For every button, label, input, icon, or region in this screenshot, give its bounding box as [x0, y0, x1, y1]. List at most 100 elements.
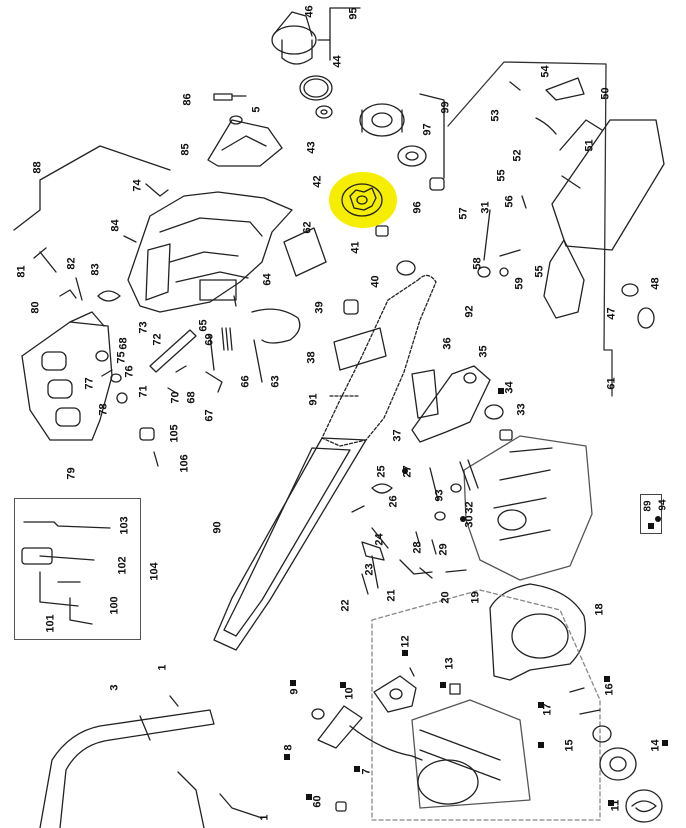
part-label-66: 66	[239, 375, 252, 388]
part-label-97: 97	[421, 123, 434, 136]
part-label-60: 60	[311, 795, 324, 808]
part-label-68: 68	[117, 337, 130, 350]
part-label-9: 9	[288, 688, 301, 695]
cover-part	[207, 119, 283, 167]
part-label-35: 35	[477, 345, 490, 358]
part-label-48: 48	[649, 277, 662, 290]
square-marker	[662, 740, 668, 746]
part-label-13: 13	[443, 657, 456, 670]
part-label-69: 69	[203, 333, 216, 346]
legend-square-label: 89	[642, 500, 654, 512]
square-marker	[402, 650, 408, 656]
part-label-51: 51	[583, 139, 596, 152]
part-label-61: 61	[605, 377, 618, 390]
part-label-90: 90	[211, 521, 224, 534]
part-label-39: 39	[313, 301, 326, 314]
part-label-34: 34	[503, 381, 516, 394]
guide-bar-part	[213, 437, 367, 651]
part-label-33: 33	[515, 403, 528, 416]
legend-box: 89	[640, 494, 662, 534]
part-label-5: 5	[250, 106, 263, 113]
part-label-19: 19	[469, 591, 482, 604]
part-label-95: 95	[347, 7, 360, 20]
part-label-58: 58	[471, 257, 484, 270]
part-label-21: 21	[385, 589, 398, 602]
screw-part	[213, 93, 247, 101]
part-label-20: 20	[439, 591, 452, 604]
square-marker	[604, 676, 610, 682]
part-label-81: 81	[15, 265, 28, 278]
part-label-44: 44	[331, 55, 344, 68]
part-label-55b: 55	[533, 265, 546, 278]
part-label-25: 25	[375, 465, 388, 478]
part-label-74: 74	[131, 179, 144, 192]
part-label-22: 22	[339, 599, 352, 612]
part-label-57: 57	[457, 207, 470, 220]
part-label-1b: 1	[258, 814, 271, 821]
part-label-37: 37	[391, 429, 404, 442]
part-label-15: 15	[563, 739, 576, 752]
square-marker	[498, 388, 504, 394]
part-label-100: 100	[108, 596, 121, 615]
square-marker	[340, 682, 346, 688]
legend-square-marker	[648, 523, 654, 529]
part-label-24: 24	[373, 533, 386, 546]
square-marker	[306, 794, 312, 800]
part-label-77: 77	[83, 377, 96, 390]
legend-dot-label: 94	[657, 499, 669, 511]
part-label-80: 80	[29, 301, 42, 314]
part-label-86: 86	[181, 93, 194, 106]
part-label-26: 26	[387, 495, 400, 508]
part-label-18: 18	[593, 603, 606, 616]
part-label-72: 72	[151, 333, 164, 346]
part-label-8: 8	[282, 744, 295, 751]
square-marker	[538, 702, 544, 708]
part-label-31: 31	[479, 201, 492, 214]
handlebar-part	[39, 709, 215, 828]
part-label-92: 92	[463, 305, 476, 318]
shield-part	[283, 227, 327, 277]
square-marker	[284, 754, 290, 760]
part-label-63: 63	[269, 375, 282, 388]
part-label-7: 7	[360, 768, 373, 775]
part-label-36: 36	[441, 337, 454, 350]
part-label-40: 40	[369, 275, 382, 288]
part-label-41: 41	[349, 241, 362, 254]
part-label-1a: 1	[156, 664, 169, 671]
part-label-96: 96	[411, 201, 424, 214]
part-label-75: 75	[115, 351, 128, 364]
part-label-84: 84	[109, 219, 122, 232]
recoil-housing-part	[489, 583, 587, 681]
part-label-106: 106	[178, 454, 191, 473]
part-label-30: 30	[463, 515, 476, 528]
part-label-68b: 68	[185, 391, 198, 404]
crankcase-part	[127, 191, 293, 313]
part-label-59: 59	[513, 277, 526, 290]
part-label-62: 62	[301, 221, 314, 234]
washer-part	[315, 105, 333, 119]
fuel-tank-part	[551, 119, 665, 251]
air-filter-knob-part	[271, 7, 361, 65]
part-label-16: 16	[603, 683, 616, 696]
part-label-93: 93	[433, 489, 446, 502]
part-label-67: 67	[203, 409, 216, 422]
part-label-29: 29	[437, 543, 450, 556]
part-label-85: 85	[179, 143, 192, 156]
square-marker	[440, 682, 446, 688]
part-label-104: 104	[148, 562, 161, 581]
square-marker	[538, 742, 544, 748]
part-label-52: 52	[511, 149, 524, 162]
part-label-42: 42	[311, 175, 324, 188]
square-marker	[608, 800, 614, 806]
part-label-32: 32	[463, 501, 476, 514]
square-marker	[354, 766, 360, 772]
part-label-65: 65	[197, 319, 210, 332]
legend-dot-marker	[655, 516, 661, 522]
part-label-73: 73	[137, 321, 150, 334]
part-label-46: 46	[303, 5, 316, 18]
part-label-53: 53	[489, 109, 502, 122]
dot-marker	[460, 516, 466, 522]
part-label-105: 105	[168, 424, 181, 443]
